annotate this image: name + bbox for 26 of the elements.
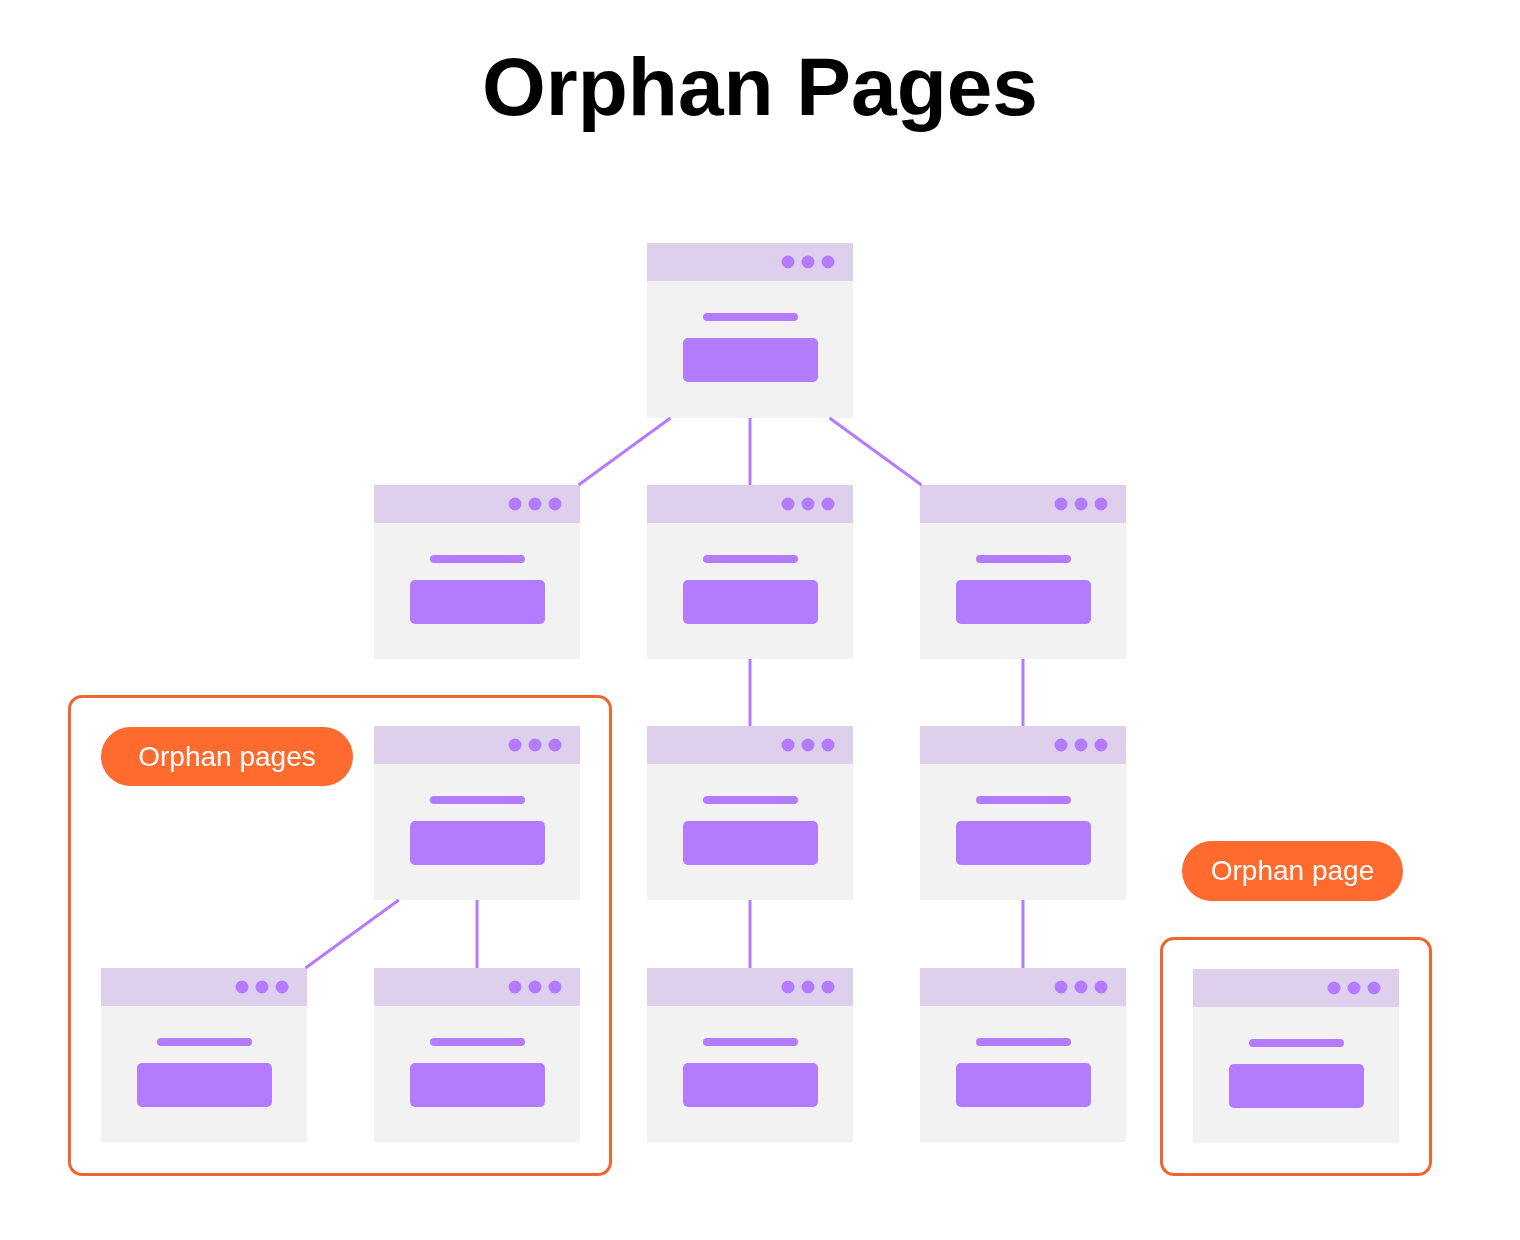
web-page-card: [920, 968, 1126, 1142]
connector-line: [475, 900, 479, 968]
highlight-frame: [1160, 937, 1432, 1176]
web-page-card: [374, 726, 580, 900]
web-page-card: [374, 485, 580, 659]
connector-line: [748, 659, 752, 726]
web-page-card: [647, 243, 853, 418]
web-page-card: [101, 968, 307, 1142]
label-tag: Orphan pages: [101, 727, 353, 786]
connector-line: [1021, 659, 1025, 726]
web-page-card: [374, 968, 580, 1142]
web-page-card: [647, 485, 853, 659]
web-page-card: [920, 726, 1126, 900]
connector-line: [748, 418, 752, 485]
web-page-card: [647, 968, 853, 1142]
web-page-card: [1193, 969, 1399, 1143]
web-page-card: [920, 485, 1126, 659]
label-tag: Orphan page: [1182, 841, 1403, 901]
connector-line: [828, 416, 923, 487]
connector-line: [577, 416, 672, 487]
highlight-frame: [68, 695, 612, 1176]
connector-line: [748, 900, 752, 968]
connector-line: [304, 898, 400, 970]
connector-line: [1021, 900, 1025, 968]
web-page-card: [647, 726, 853, 900]
title: Orphan Pages: [481, 40, 1039, 134]
